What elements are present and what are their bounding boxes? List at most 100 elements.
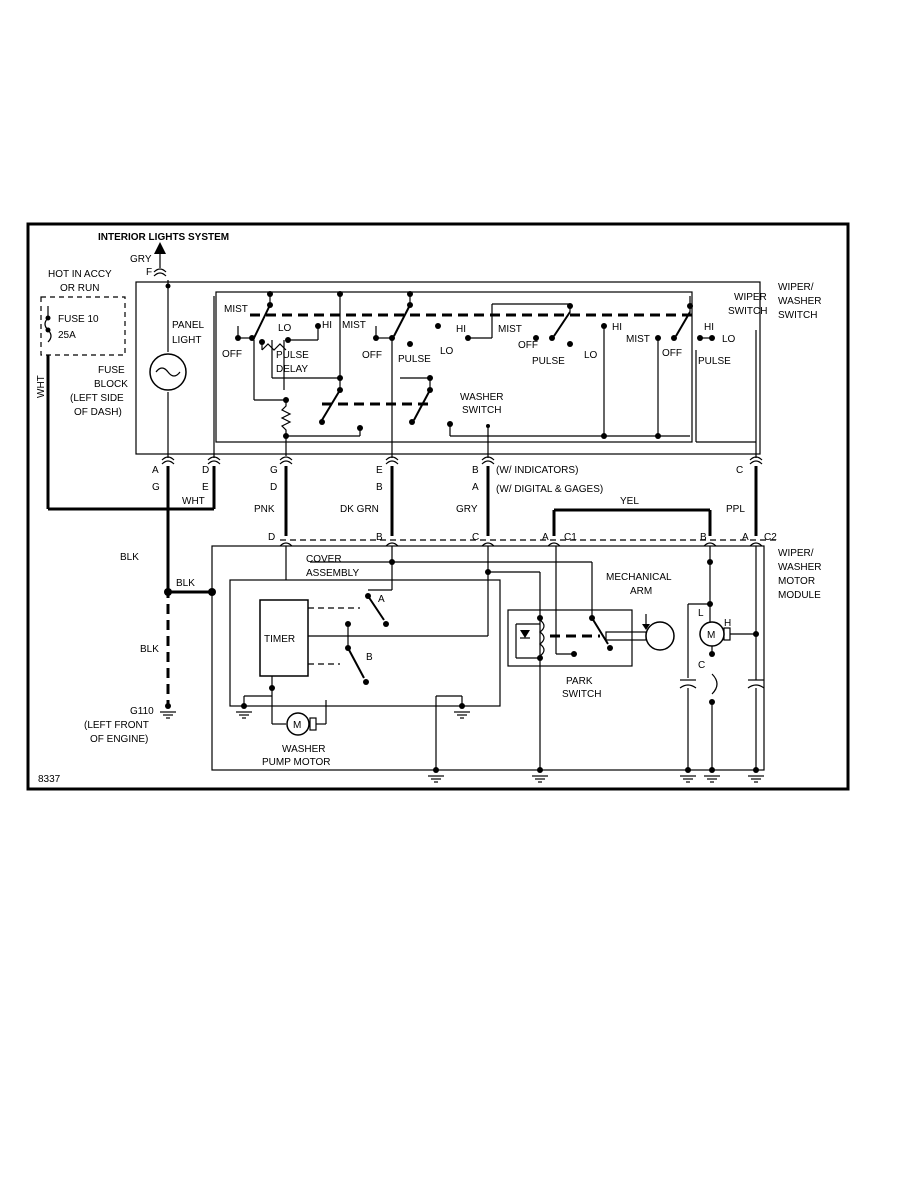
mconn-b: B	[376, 532, 383, 543]
mconn-c2: C2	[764, 532, 777, 543]
pos-mist-3b: MIST	[626, 334, 650, 345]
switch-connectors: A G D E G D E B B A C (W/ INDICATORS) (W…	[152, 296, 763, 495]
washer-switch-2: SWITCH	[462, 405, 501, 416]
panel-light-1: PANEL	[172, 320, 204, 331]
switch-section-1: MIST OFF LO HI PULSE DELAY	[222, 291, 363, 456]
timer-box	[259, 599, 309, 677]
fuse-block-1: FUSE	[98, 365, 125, 376]
conn-e-label-2: E	[376, 465, 383, 476]
pos-hi-4: HI	[704, 322, 714, 333]
pos-off-4: OFF	[662, 348, 682, 359]
wiper-switch-title-3: SWITCH	[778, 310, 817, 321]
wire-label-blk-3: BLK	[140, 644, 159, 655]
pos-lo-4: LO	[722, 334, 736, 345]
conn-g-label-2: G	[270, 465, 278, 476]
pos-mist-1: MIST	[224, 304, 248, 315]
fuse-block: HOT IN ACCY OR RUN FUSE 10 25A FUSE BLOC…	[36, 269, 214, 511]
washer-pump-motor-icon	[286, 712, 310, 736]
w-digital-label: (W/ DIGITAL & GAGES)	[496, 484, 603, 495]
panel-light: PANEL LIGHT	[149, 280, 204, 458]
cover-label-2: ASSEMBLY	[306, 568, 359, 579]
conn-d-label-1: D	[202, 465, 209, 476]
cover-box	[229, 579, 501, 707]
fuse-block-3: (LEFT SIDE	[70, 393, 124, 404]
motor-module-title-4: MODULE	[778, 590, 821, 601]
park-label-1: PARK	[566, 676, 593, 687]
switch-section-4: HI LO OFF PULSE	[655, 296, 736, 442]
conn-f-label: F	[146, 267, 152, 278]
blk-ground-wire: BLK BLK BLK G110 (LEFT FRONT OF ENGINE)	[84, 540, 216, 745]
pos-pulse-4: PULSE	[698, 356, 731, 367]
wiper-motor-h: H	[724, 618, 731, 629]
switch-b-label: B	[366, 652, 373, 663]
pos-pulse-3: PULSE	[532, 356, 565, 367]
motor-module-title-1: WIPER/	[778, 548, 814, 559]
pos-off-1: OFF	[222, 349, 242, 360]
conn-b-label-2: B	[376, 482, 383, 493]
fuse-block-2: BLOCK	[94, 379, 128, 390]
washer-switch-1: WASHER	[460, 392, 504, 403]
diagram-id: 8337	[38, 774, 61, 785]
washer-pump-m-label: M	[293, 720, 301, 731]
mconn-c1: C1	[564, 532, 577, 543]
pos-off-2: OFF	[362, 350, 382, 361]
hot-label-1: HOT IN ACCY	[48, 269, 112, 280]
pos-hi-1: HI	[322, 320, 332, 331]
ground-loc-1: (LEFT FRONT	[84, 720, 149, 731]
wiper-motor-l: L	[698, 608, 704, 619]
conn-a-label: A	[152, 465, 159, 476]
mconn-a2: A	[742, 532, 749, 543]
w-indicators-label: (W/ INDICATORS)	[496, 465, 578, 476]
washer-switch: WASHER SWITCH	[447, 326, 690, 439]
conn-e-label-1: E	[202, 482, 209, 493]
hot-label-2: OR RUN	[60, 283, 99, 294]
park-switch-box	[507, 609, 633, 667]
mech-arm-2: ARM	[630, 586, 652, 597]
wire-label-pnk: PNK	[254, 504, 275, 515]
wire-label-wht: WHT	[182, 496, 205, 507]
wiper-switch-sub-2: SWITCH	[728, 306, 767, 317]
pos-mist-2: MIST	[342, 320, 366, 331]
pos-off-3: OFF	[518, 340, 538, 351]
interior-lights-feed: INTERIOR LIGHTS SYSTEM GRY F	[98, 232, 229, 278]
pos-mist-3: MIST	[498, 324, 522, 335]
mconn-d: D	[268, 532, 275, 543]
conn-b-label-3: B	[472, 465, 479, 476]
switch-section-3: MIST OFF PULSE LO HI MIST	[465, 303, 650, 367]
washer-pump-2: PUMP MOTOR	[262, 757, 331, 768]
pos-lo-3: LO	[584, 350, 598, 361]
switch-a-label: A	[378, 594, 385, 605]
wire-label-yel: YEL	[620, 496, 639, 507]
mconn-a: A	[542, 532, 549, 543]
fuse-rating: 25A	[58, 330, 76, 341]
wire-label-gry-top: GRY	[130, 254, 152, 265]
pos-hi-3: HI	[612, 322, 622, 333]
motor-module-title-2: WASHER	[778, 562, 822, 573]
wire-label-dk-grn: DK GRN	[340, 504, 379, 515]
harness-wires: WHT PNK DK GRN GRY PPL YEL	[166, 466, 758, 590]
fuse-box	[40, 296, 126, 356]
timer-label: TIMER	[264, 634, 295, 645]
wire-label-gry-2: GRY	[456, 504, 478, 515]
park-label-2: SWITCH	[562, 689, 601, 700]
cover-label-1: COVER	[306, 554, 342, 565]
diagram-frame	[26, 222, 850, 791]
wiper-motor-m: M	[707, 630, 715, 641]
fuse-block-4: OF DASH)	[74, 407, 122, 418]
module-grounds	[428, 767, 764, 783]
fuse-name: FUSE 10	[58, 314, 99, 325]
cam-icon	[645, 621, 675, 651]
wire-label-blk-2: BLK	[176, 578, 195, 589]
pulse-delay-1: PULSE	[276, 350, 309, 361]
mconn-b2: B	[700, 532, 707, 543]
pos-hi-2: HI	[456, 324, 466, 335]
wiper-switch-title-1: WIPER/	[778, 282, 814, 293]
pos-lo-1: LO	[278, 323, 292, 334]
pulse-delay-2: DELAY	[276, 364, 308, 375]
wiper-switch-sub-1: WIPER	[734, 292, 767, 303]
wire-label-blk-1: BLK	[120, 552, 139, 563]
switch-section-2: MIST OFF PULSE HI LO	[342, 291, 466, 458]
pos-pulse-2: PULSE	[398, 354, 431, 365]
wiper-motor: M L H C	[679, 546, 765, 770]
ground-loc-2: OF ENGINE)	[90, 734, 148, 745]
